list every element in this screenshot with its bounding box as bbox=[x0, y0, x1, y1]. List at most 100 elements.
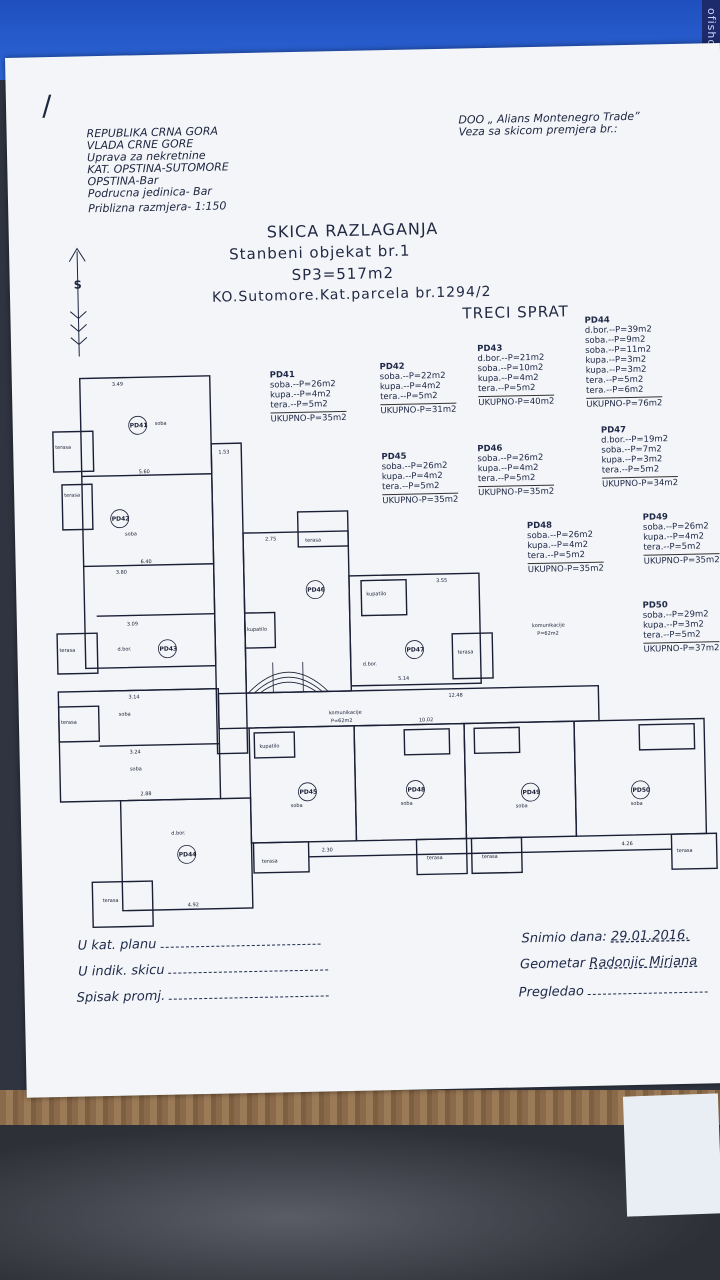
room-type-label: soba bbox=[401, 801, 413, 807]
dimension-label: 10.02 bbox=[419, 717, 433, 723]
wood-table-edge bbox=[0, 1090, 720, 1130]
unit-summary-pd44: PD44 d.bor.--P=39m2 soba.--P=9m2 soba.--… bbox=[585, 314, 663, 410]
room-type-label: terasa bbox=[305, 537, 321, 543]
dimension-label: 6.40 bbox=[141, 559, 152, 565]
dimension-label: 2.75 bbox=[265, 536, 276, 542]
document-sheet: REPUBLIKA CRNA GORA VLADA CRNE GORE Upra… bbox=[5, 43, 720, 1098]
unit-row: tera.--P=5m2 bbox=[643, 629, 701, 641]
room-type-label: komunikacije bbox=[329, 710, 362, 717]
footer-label: U indik. skicu bbox=[78, 962, 165, 980]
room-type-label: P=62m2 bbox=[331, 718, 353, 724]
room-type-label: d.bor. bbox=[363, 661, 378, 667]
signature-line bbox=[587, 991, 708, 995]
room-id-label: PD44 bbox=[179, 851, 197, 858]
footer-label: Pregledao bbox=[518, 984, 585, 1001]
unit-row: tera.--P=5m2 bbox=[380, 391, 438, 403]
room-type-label: kupatilo bbox=[366, 591, 386, 597]
dimension-label: 4.26 bbox=[622, 841, 633, 847]
room-id-label: PD50 bbox=[632, 787, 650, 794]
signature-line bbox=[169, 995, 330, 1000]
unit-row: tera.--P=5m2 bbox=[601, 464, 660, 476]
room-id-labels: PD41 PD42 PD43 PD44 PD46 PD47 PD45 PD48 … bbox=[112, 422, 651, 858]
unit-total: UKUPNO-P=34m2 bbox=[601, 475, 679, 490]
unit-total: UKUPNO-P=35m2 bbox=[478, 484, 555, 499]
room-type-label: terasa bbox=[482, 854, 498, 860]
room-type-label: d.bor. bbox=[171, 830, 186, 836]
room-type-label: terasa bbox=[59, 648, 75, 654]
room-type-label: komunikacije bbox=[532, 622, 565, 629]
survey-date: 29.01.2016. bbox=[610, 927, 690, 945]
room-id-markers bbox=[110, 415, 650, 864]
dimension-label: 2.88 bbox=[140, 791, 151, 797]
signature-line bbox=[168, 969, 329, 974]
room-type-label: terasa bbox=[55, 445, 71, 451]
surveyor-name: Radonjic Mirjana bbox=[589, 953, 698, 971]
unit-total: UKUPNO-P=35m2 bbox=[527, 561, 604, 576]
footer-label: Geometar bbox=[519, 956, 586, 973]
floor-plan-walls bbox=[52, 375, 718, 929]
unit-row: tera.--P=5m2 bbox=[477, 382, 536, 395]
dimension-label: 3.24 bbox=[130, 749, 141, 755]
dimension-label: 1.53 bbox=[218, 449, 229, 455]
room-type-label: kupatilo bbox=[247, 627, 267, 633]
dimension-label: 12.48 bbox=[448, 693, 462, 699]
dimension-label: 3.80 bbox=[116, 570, 127, 576]
unit-summary-pd50: PD50 soba.--P=29m2 kupa.--P=3m2 tera.--P… bbox=[643, 599, 720, 655]
floor-plan-svg: PD41 PD42 PD43 PD44 PD46 PD47 PD45 PD48 … bbox=[52, 247, 718, 929]
room-type-label: kupatilo bbox=[259, 743, 279, 749]
room-type-label: terasa bbox=[103, 898, 119, 904]
unit-total: UKUPNO-P=31m2 bbox=[380, 402, 457, 417]
room-type-label: soba bbox=[516, 803, 528, 809]
north-arrow-icon bbox=[68, 247, 88, 357]
unit-row: tera.--P=6m2 bbox=[585, 384, 644, 396]
unit-total: UKUPNO-P=35m2 bbox=[270, 410, 347, 425]
room-type-labels: soba terasa terasa soba terasa d.bor. so… bbox=[55, 421, 693, 904]
room-type-label: terasa bbox=[677, 848, 693, 854]
unit-row: tera.--P=5m2 bbox=[477, 472, 536, 485]
dimension-label: 3.55 bbox=[436, 578, 447, 584]
room-id-label: PD43 bbox=[159, 646, 177, 653]
room-id-label: PD49 bbox=[522, 789, 540, 796]
room-id-label: PD41 bbox=[130, 422, 148, 429]
footer-label: Snimio dana: bbox=[521, 929, 607, 947]
room-type-label: soba bbox=[130, 766, 142, 772]
room-type-label: terasa bbox=[64, 493, 80, 499]
room-id-label: PD42 bbox=[112, 515, 130, 522]
dimension-label: 3.49 bbox=[112, 382, 123, 388]
room-type-label: d.bor. bbox=[117, 646, 132, 652]
unit-summary-pd42: PD42 soba.--P=22m2 kupa.--P=4m2 tera.--P… bbox=[379, 361, 457, 417]
dimension-labels: 3.49 5.60 6.40 3.80 3.09 3.14 3.24 2.88 … bbox=[112, 382, 633, 909]
unit-total: UKUPNO-P=35m2 bbox=[643, 553, 720, 567]
dimension-label: 3.09 bbox=[127, 621, 138, 627]
dimension-label: 2.30 bbox=[322, 847, 333, 853]
unit-total: UKUPNO-P=40m2 bbox=[478, 394, 555, 409]
north-label: S bbox=[73, 278, 82, 292]
unit-row: tera.--P=5m2 bbox=[527, 549, 586, 562]
stairs bbox=[248, 661, 329, 694]
footer-label: Spisak promj. bbox=[76, 988, 166, 1006]
room-type-label: P=62m2 bbox=[537, 631, 559, 637]
unit-total: UKUPNO-P=35m2 bbox=[382, 492, 459, 507]
unit-summary-pd41: PD41 soba.--P=26m2 kupa.--P=4m2 tera.--P… bbox=[270, 369, 347, 425]
unit-summary-pd47: PD47 d.bor.--P=19m2 soba.--P=7m2 kupa.--… bbox=[601, 424, 679, 490]
second-paper bbox=[622, 1093, 720, 1217]
dimension-label: 5.60 bbox=[139, 469, 150, 475]
room-type-label: soba bbox=[155, 421, 167, 427]
unit-summary-pd49: PD49 soba.--P=26m2 kupa.--P=4m2 tera.--P… bbox=[643, 511, 720, 567]
room-type-label: soba bbox=[125, 531, 137, 537]
room-type-label: terasa bbox=[427, 855, 443, 861]
dimension-label: 5.14 bbox=[398, 676, 409, 682]
floor-background bbox=[0, 1125, 720, 1280]
room-type-label: terasa bbox=[457, 649, 473, 655]
unit-summary-pd48: PD48 soba.--P=26m2 kupa.--P=4m2 tera.--P… bbox=[527, 520, 604, 576]
room-id-label: PD47 bbox=[406, 646, 424, 653]
unit-summary-pd43: PD43 d.bor.--P=21m2 soba.--P=10m2 kupa.-… bbox=[477, 343, 555, 409]
unit-summary-pd46: PD46 soba.--P=26m2 kupa.--P=4m2 tera.--P… bbox=[477, 443, 555, 499]
room-id-label: PD46 bbox=[307, 586, 325, 593]
unit-row: tera.--P=5m2 bbox=[381, 480, 440, 493]
room-id-label: PD45 bbox=[299, 789, 317, 796]
footer-label: U kat. planu bbox=[77, 937, 157, 954]
room-type-label: terasa bbox=[61, 720, 77, 726]
unit-summary-pd45: PD45 soba.--P=26m2 kupa.--P=4m2 tera.--P… bbox=[381, 451, 459, 507]
room-type-label: soba bbox=[291, 803, 303, 809]
